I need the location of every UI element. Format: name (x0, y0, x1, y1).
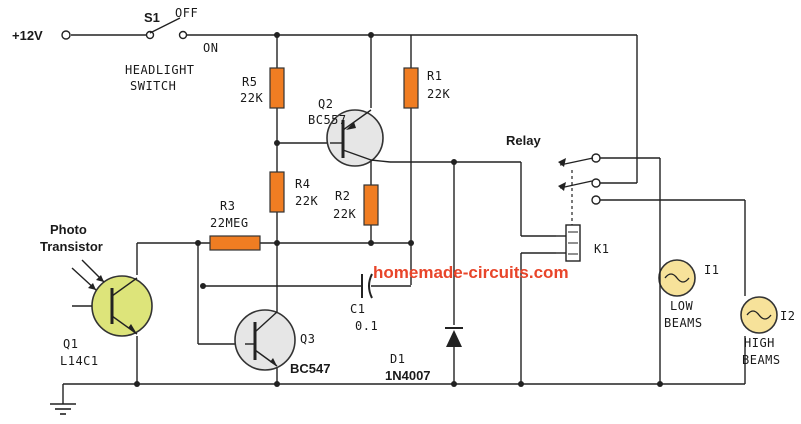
lamp2-ref: I2 (780, 309, 795, 323)
q2-part: BC557 (308, 113, 347, 127)
lamp1-ref: I1 (704, 263, 719, 277)
r5-value: 22K (240, 91, 263, 105)
q2-ref: Q2 (318, 97, 333, 111)
junction-dots (134, 32, 663, 387)
ground-symbol (50, 403, 76, 415)
r1-value: 22K (427, 87, 450, 101)
r2-ref: R2 (335, 189, 350, 203)
lamp1-label-line1: LOW (670, 299, 693, 313)
lamp2-label-line2: BEAMS (742, 353, 781, 367)
relay-k1: Relay K1 (506, 133, 609, 262)
q3-ref: Q3 (300, 332, 315, 346)
watermark-text: homemade-circuits.com (373, 263, 569, 282)
resistor-r1: R1 22K (403, 67, 450, 109)
q3-part: BC547 (290, 361, 330, 376)
headlight-switch: S1 OFF ON HEADLIGHT SWITCH (125, 6, 218, 93)
resistor-r5: R5 22K (240, 67, 285, 109)
switch-off-label: OFF (175, 6, 198, 20)
photo-label-line1: Photo (50, 222, 87, 237)
relay-title: Relay (506, 133, 541, 148)
switch-ref: S1 (144, 10, 160, 25)
diode-d1: D1 1N4007 (385, 327, 463, 383)
resistor-r3: R3 22MEG (209, 199, 261, 251)
switch-on-label: ON (203, 41, 218, 55)
resistor-r4: R4 22K (269, 171, 318, 213)
r4-value: 22K (295, 194, 318, 208)
d1-part: 1N4007 (385, 368, 431, 383)
resistor-r2: R2 22K (333, 184, 379, 226)
r3-value: 22MEG (210, 216, 249, 230)
photo-transistor-q1: Photo Transistor Q1 L14C1 (40, 222, 153, 368)
switch-name-line2: SWITCH (130, 79, 176, 93)
supply-label: +12V (12, 28, 43, 43)
supply-terminal: +12V (12, 28, 71, 43)
r3-ref: R3 (220, 199, 235, 213)
q1-ref: Q1 (63, 337, 78, 351)
c1-ref: C1 (350, 302, 365, 316)
d1-ref: D1 (390, 352, 405, 366)
transistor-q3: Q3 BC547 (234, 295, 330, 376)
r1-ref: R1 (427, 69, 442, 83)
photo-label-line2: Transistor (40, 239, 103, 254)
switch-name-line1: HEADLIGHT (125, 63, 195, 77)
r4-ref: R4 (295, 177, 310, 191)
lamp1-label-line2: BEAMS (664, 316, 703, 330)
lamp-i1: I1 LOW BEAMS (658, 258, 719, 330)
relay-ref: K1 (594, 242, 609, 256)
q1-part: L14C1 (60, 354, 99, 368)
wiring (62, 34, 746, 404)
c1-value: 0.1 (355, 319, 378, 333)
r5-ref: R5 (242, 75, 257, 89)
lamp-i2: I2 HIGH BEAMS (740, 296, 795, 367)
transistor-q2: Q2 BC557 (308, 97, 391, 167)
r2-value: 22K (333, 207, 356, 221)
capacitor-c1: C1 0.1 (350, 273, 378, 333)
lamp2-label-line1: HIGH (744, 336, 775, 350)
